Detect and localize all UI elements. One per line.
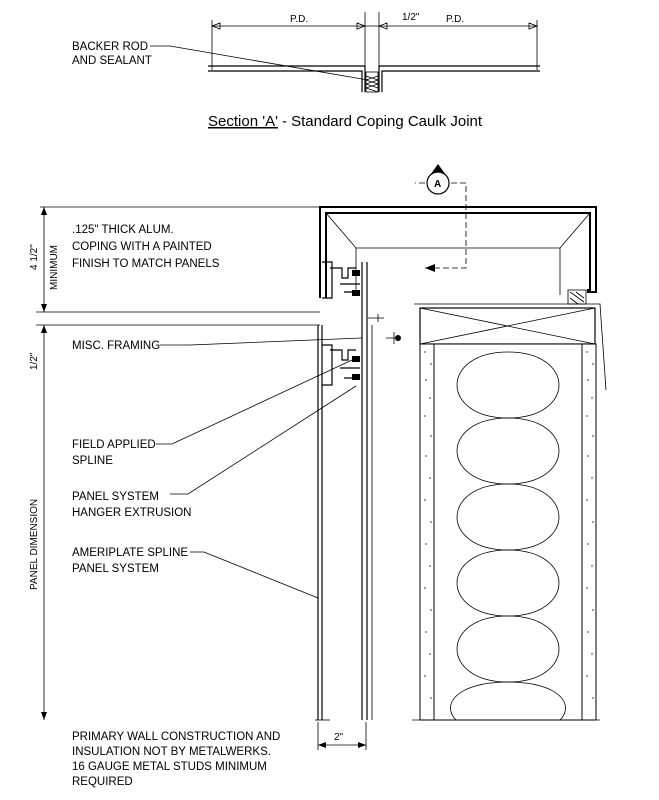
coping-plate-left: [208, 65, 366, 92]
insulation-cavity: [433, 343, 583, 721]
bottom-dimension: 2": [317, 722, 367, 750]
framing-clips: [322, 261, 450, 720]
section-cut-line: [415, 182, 467, 269]
sheathing-stipple-left: [424, 351, 432, 699]
vertical-dimensions: 4 1/2" MINIMUM 1/2" PANEL DIMENSION: [29, 206, 320, 720]
callout-spline-line2: SPLINE: [72, 455, 113, 467]
sheathing-right: [581, 343, 597, 721]
section-a-detail: P.D. 1/2" P.D. BACKER ROD AND SEALANT Se…: [72, 12, 540, 130]
note-line1: PRIMARY WALL CONSTRUCTION AND: [72, 731, 280, 743]
misc-framing-vertical: [361, 262, 368, 720]
top-plate-x: [419, 307, 596, 345]
callout-backer-line2: AND SEALANT: [72, 55, 152, 67]
callout-coping-line1: .125" THICK ALUM.: [72, 224, 174, 236]
dim-panel-dimension: PANEL DIMENSION: [29, 499, 40, 590]
clip-upper-outer: [322, 261, 333, 299]
leader-hanger: [170, 385, 357, 495]
section-marker: A: [415, 164, 467, 272]
leader-misc-framing: [160, 337, 363, 346]
callouts: .125" THICK ALUM. COPING WITH A PAINTED …: [72, 224, 363, 788]
fastener-4: [352, 374, 360, 380]
coping-profile: [319, 206, 597, 298]
callout-misc-framing: MISC. FRAMING: [72, 340, 160, 352]
screw-head-2: [395, 335, 401, 341]
dim-bottom-width: 2": [334, 732, 344, 743]
leader-spline: [156, 359, 353, 445]
note-line4: REQUIRED: [72, 776, 133, 788]
callout-ameriplate-line1: AMERIPLATE SPLINE: [72, 547, 188, 559]
callout-backer-leader: [150, 45, 369, 81]
callout-hanger-line2: HANGER EXTRUSION: [72, 507, 192, 519]
callout-coping-line3: FINISH TO MATCH PANELS: [72, 258, 220, 270]
sheathing-left: [419, 343, 435, 721]
membrane: [414, 303, 607, 391]
coping-plate-right: [378, 65, 540, 92]
leader-ameriplate: [190, 551, 319, 599]
dimension-arrows: [210, 22, 539, 30]
note-line3: 16 GAUGE METAL STUDS MINIMUM: [72, 761, 267, 773]
fastener-1: [352, 270, 360, 276]
callout-ameriplate-line2: PANEL SYSTEM: [72, 563, 159, 575]
callout-backer-line1: BACKER ROD: [72, 41, 148, 53]
dim-minimum: MINIMUM: [49, 245, 60, 290]
section-title: Section 'A'- Standard Coping Caulk Joint: [208, 113, 483, 130]
callout-spline-line1: FIELD APPLIED: [72, 439, 156, 451]
dim-coping-height: 4 1/2": [29, 244, 40, 270]
clip-upper-a: [330, 267, 356, 279]
panel-system: [315, 325, 330, 721]
insulation-curve-b: [450, 351, 560, 721]
wall-assembly: [412, 303, 607, 721]
coping-inner-lines: [355, 248, 561, 295]
section-title-rest: - Standard Coping Caulk Joint: [282, 113, 483, 130]
vertical-dim-arrows: [41, 207, 47, 720]
section-marker-letter: A: [434, 179, 441, 190]
sheathing-stipple-right: [586, 351, 594, 699]
section-marker-circle: [426, 171, 450, 195]
fastener-2: [352, 290, 360, 296]
screw-1: [368, 314, 384, 322]
dim-pd-right: P.D.: [446, 14, 464, 25]
section-cut-arrow: [425, 264, 435, 272]
clip-lower-a: [330, 349, 356, 361]
note-line2: INSULATION NOT BY METALWERKS.: [72, 746, 271, 758]
fastener-3: [352, 356, 360, 362]
panel-face: [317, 325, 323, 720]
section-title-underlined: Section 'A': [208, 113, 278, 130]
sealant-hatch: [365, 75, 379, 93]
callout-coping-line2: COPING WITH A PAINTED: [72, 241, 212, 253]
coping-bevel: [325, 212, 591, 249]
coping-seal-hatch: [569, 291, 585, 305]
dim-panel-top: 1/2": [29, 352, 40, 370]
clip-lower-outer: [322, 344, 333, 386]
dim-pd-left: P.D.: [290, 14, 308, 25]
callout-hanger-line1: PANEL SYSTEM: [72, 491, 159, 503]
dim-joint: 1/2": [402, 12, 420, 23]
